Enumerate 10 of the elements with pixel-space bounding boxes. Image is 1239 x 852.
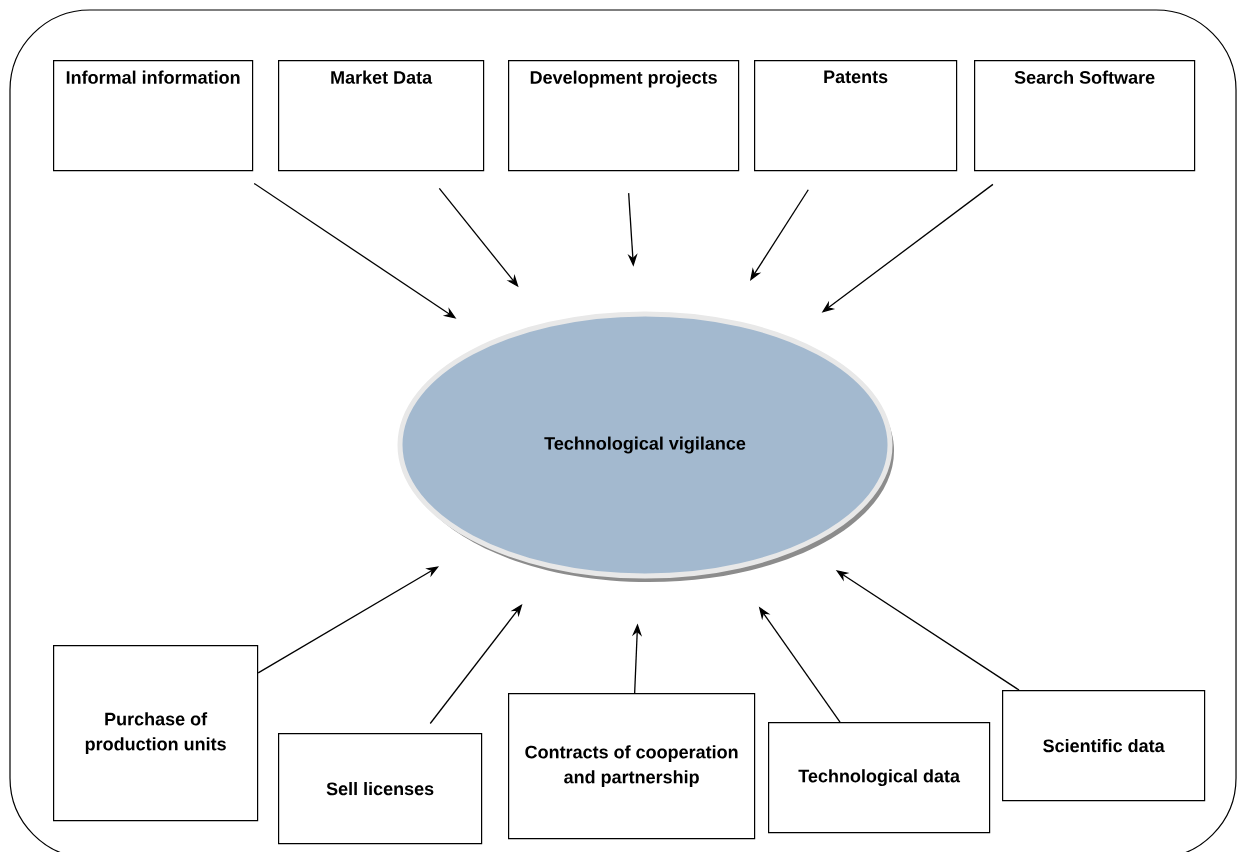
text-box: Search Software <box>974 60 1196 172</box>
text-box: Contracts of cooperation and partnership <box>508 693 756 840</box>
text-box: Scientific data <box>1002 690 1206 802</box>
text-box: Purchase of production units <box>53 645 259 822</box>
text-box: Development projects <box>508 60 740 172</box>
text-box: Sell licenses <box>278 733 483 845</box>
text-box: Technological data <box>768 722 991 834</box>
text-box: Market Data <box>278 60 485 172</box>
text-box: Informal information <box>53 60 254 172</box>
text-box: Patents <box>754 60 958 172</box>
